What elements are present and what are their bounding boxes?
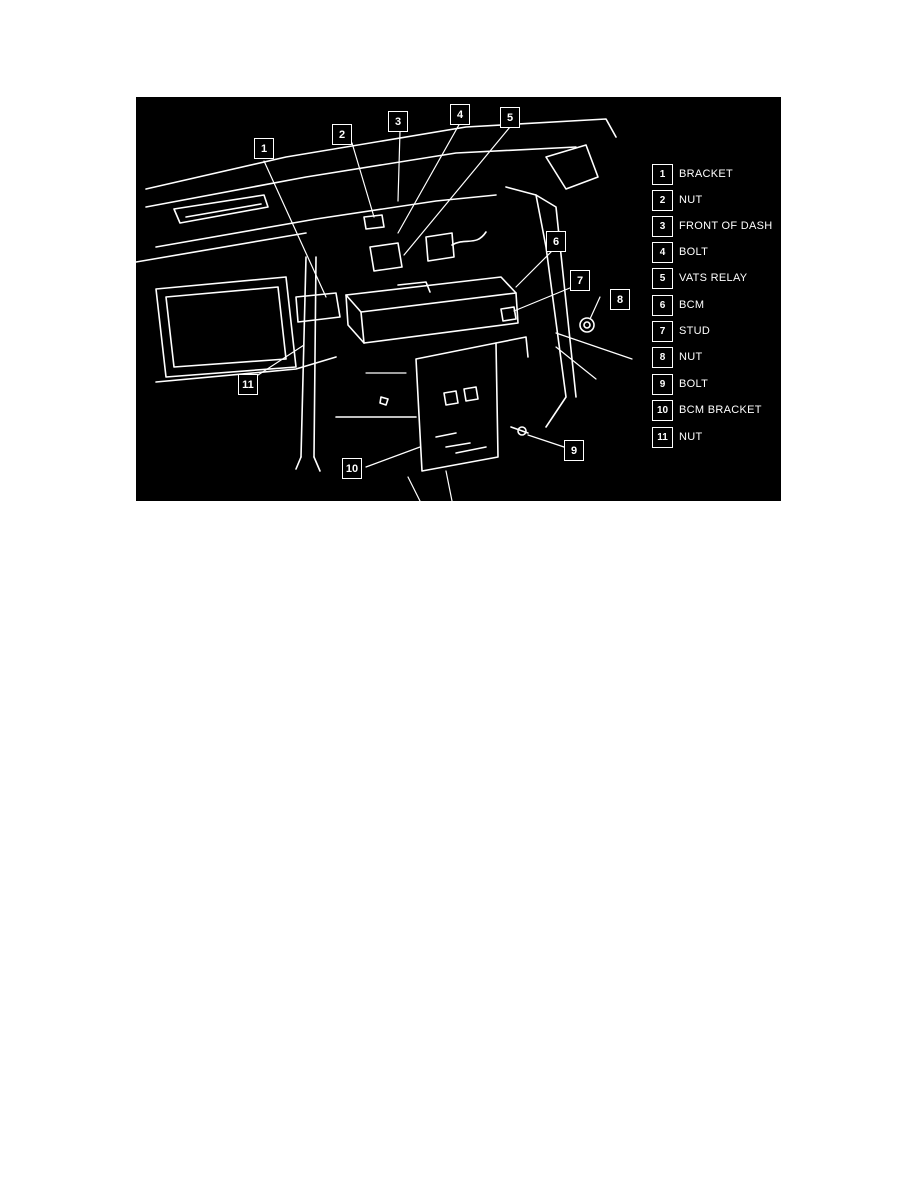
callout-7: 7 bbox=[570, 270, 590, 291]
legend-number: 1 bbox=[652, 163, 673, 185]
legend-label: VATS RELAY bbox=[679, 272, 748, 284]
callout-5: 5 bbox=[500, 107, 520, 128]
legend-item: 5 VATS RELAY bbox=[652, 267, 747, 289]
connector bbox=[425, 232, 455, 262]
bracket-1 bbox=[300, 256, 317, 458]
callout-6: 6 bbox=[546, 231, 566, 252]
callout-3: 3 bbox=[388, 111, 408, 132]
dash-front-edge bbox=[145, 146, 577, 208]
legend-label: BCM BRACKET bbox=[679, 404, 762, 416]
bcm-module bbox=[345, 276, 517, 313]
dash-top-edge bbox=[145, 118, 617, 190]
callout-8: 8 bbox=[610, 289, 630, 310]
legend-item: 4 BOLT bbox=[652, 241, 708, 263]
bcm-bracket-10 bbox=[415, 342, 499, 472]
legend-item: 8 NUT bbox=[652, 346, 703, 368]
legend-item: 10 BCM BRACKET bbox=[652, 399, 762, 421]
line-art bbox=[136, 118, 633, 501]
legend-number: 6 bbox=[652, 294, 673, 316]
legend-number: 2 bbox=[652, 189, 673, 211]
legend-label: NUT bbox=[679, 194, 703, 206]
legend-item: 7 STUD bbox=[652, 320, 710, 342]
legend-item: 2 NUT bbox=[652, 189, 703, 211]
legend-number: 10 bbox=[652, 399, 673, 421]
callout-1: 1 bbox=[254, 138, 274, 159]
legend-label: STUD bbox=[679, 325, 711, 337]
legend-item: 6 BCM bbox=[652, 294, 704, 316]
legend-item: 11 NUT bbox=[652, 426, 703, 448]
legend-label: FRONT OF DASH bbox=[679, 220, 773, 232]
legend-item: 9 BOLT bbox=[652, 373, 708, 395]
glovebox-frame bbox=[155, 276, 297, 378]
callout-4: 4 bbox=[450, 104, 470, 125]
legend-number: 5 bbox=[652, 267, 673, 289]
legend-label: NUT bbox=[679, 351, 703, 363]
dash-rail bbox=[155, 194, 497, 248]
legend-number: 7 bbox=[652, 320, 673, 342]
stud-7 bbox=[500, 306, 517, 322]
legend-label: BCM bbox=[679, 299, 705, 311]
legend-item: 1 BRACKET bbox=[652, 163, 733, 185]
legend-number: 9 bbox=[652, 373, 673, 395]
legend-number: 11 bbox=[652, 426, 673, 448]
callout-2: 2 bbox=[332, 124, 352, 145]
leader-lines bbox=[251, 122, 633, 501]
speaker-grille bbox=[545, 144, 599, 190]
legend-number: 4 bbox=[652, 241, 673, 263]
bolt-left bbox=[379, 396, 389, 406]
callout-10: 10 bbox=[342, 458, 362, 479]
legend-number: 3 bbox=[652, 215, 673, 237]
callout-9: 9 bbox=[564, 440, 584, 461]
defroster-duct bbox=[173, 194, 269, 224]
legend-label: NUT bbox=[679, 431, 703, 443]
legend-label: BRACKET bbox=[679, 168, 734, 180]
dash-rail-lower bbox=[136, 232, 307, 263]
legend-item: 3 FRONT OF DASH bbox=[652, 215, 773, 237]
legend-label: BOLT bbox=[679, 378, 709, 390]
legend-label: BOLT bbox=[679, 246, 709, 258]
nut-2 bbox=[363, 214, 385, 230]
callout-11: 11 bbox=[238, 374, 258, 395]
vats-relay bbox=[369, 242, 403, 272]
legend-number: 8 bbox=[652, 346, 673, 368]
nut-8 bbox=[579, 317, 595, 333]
